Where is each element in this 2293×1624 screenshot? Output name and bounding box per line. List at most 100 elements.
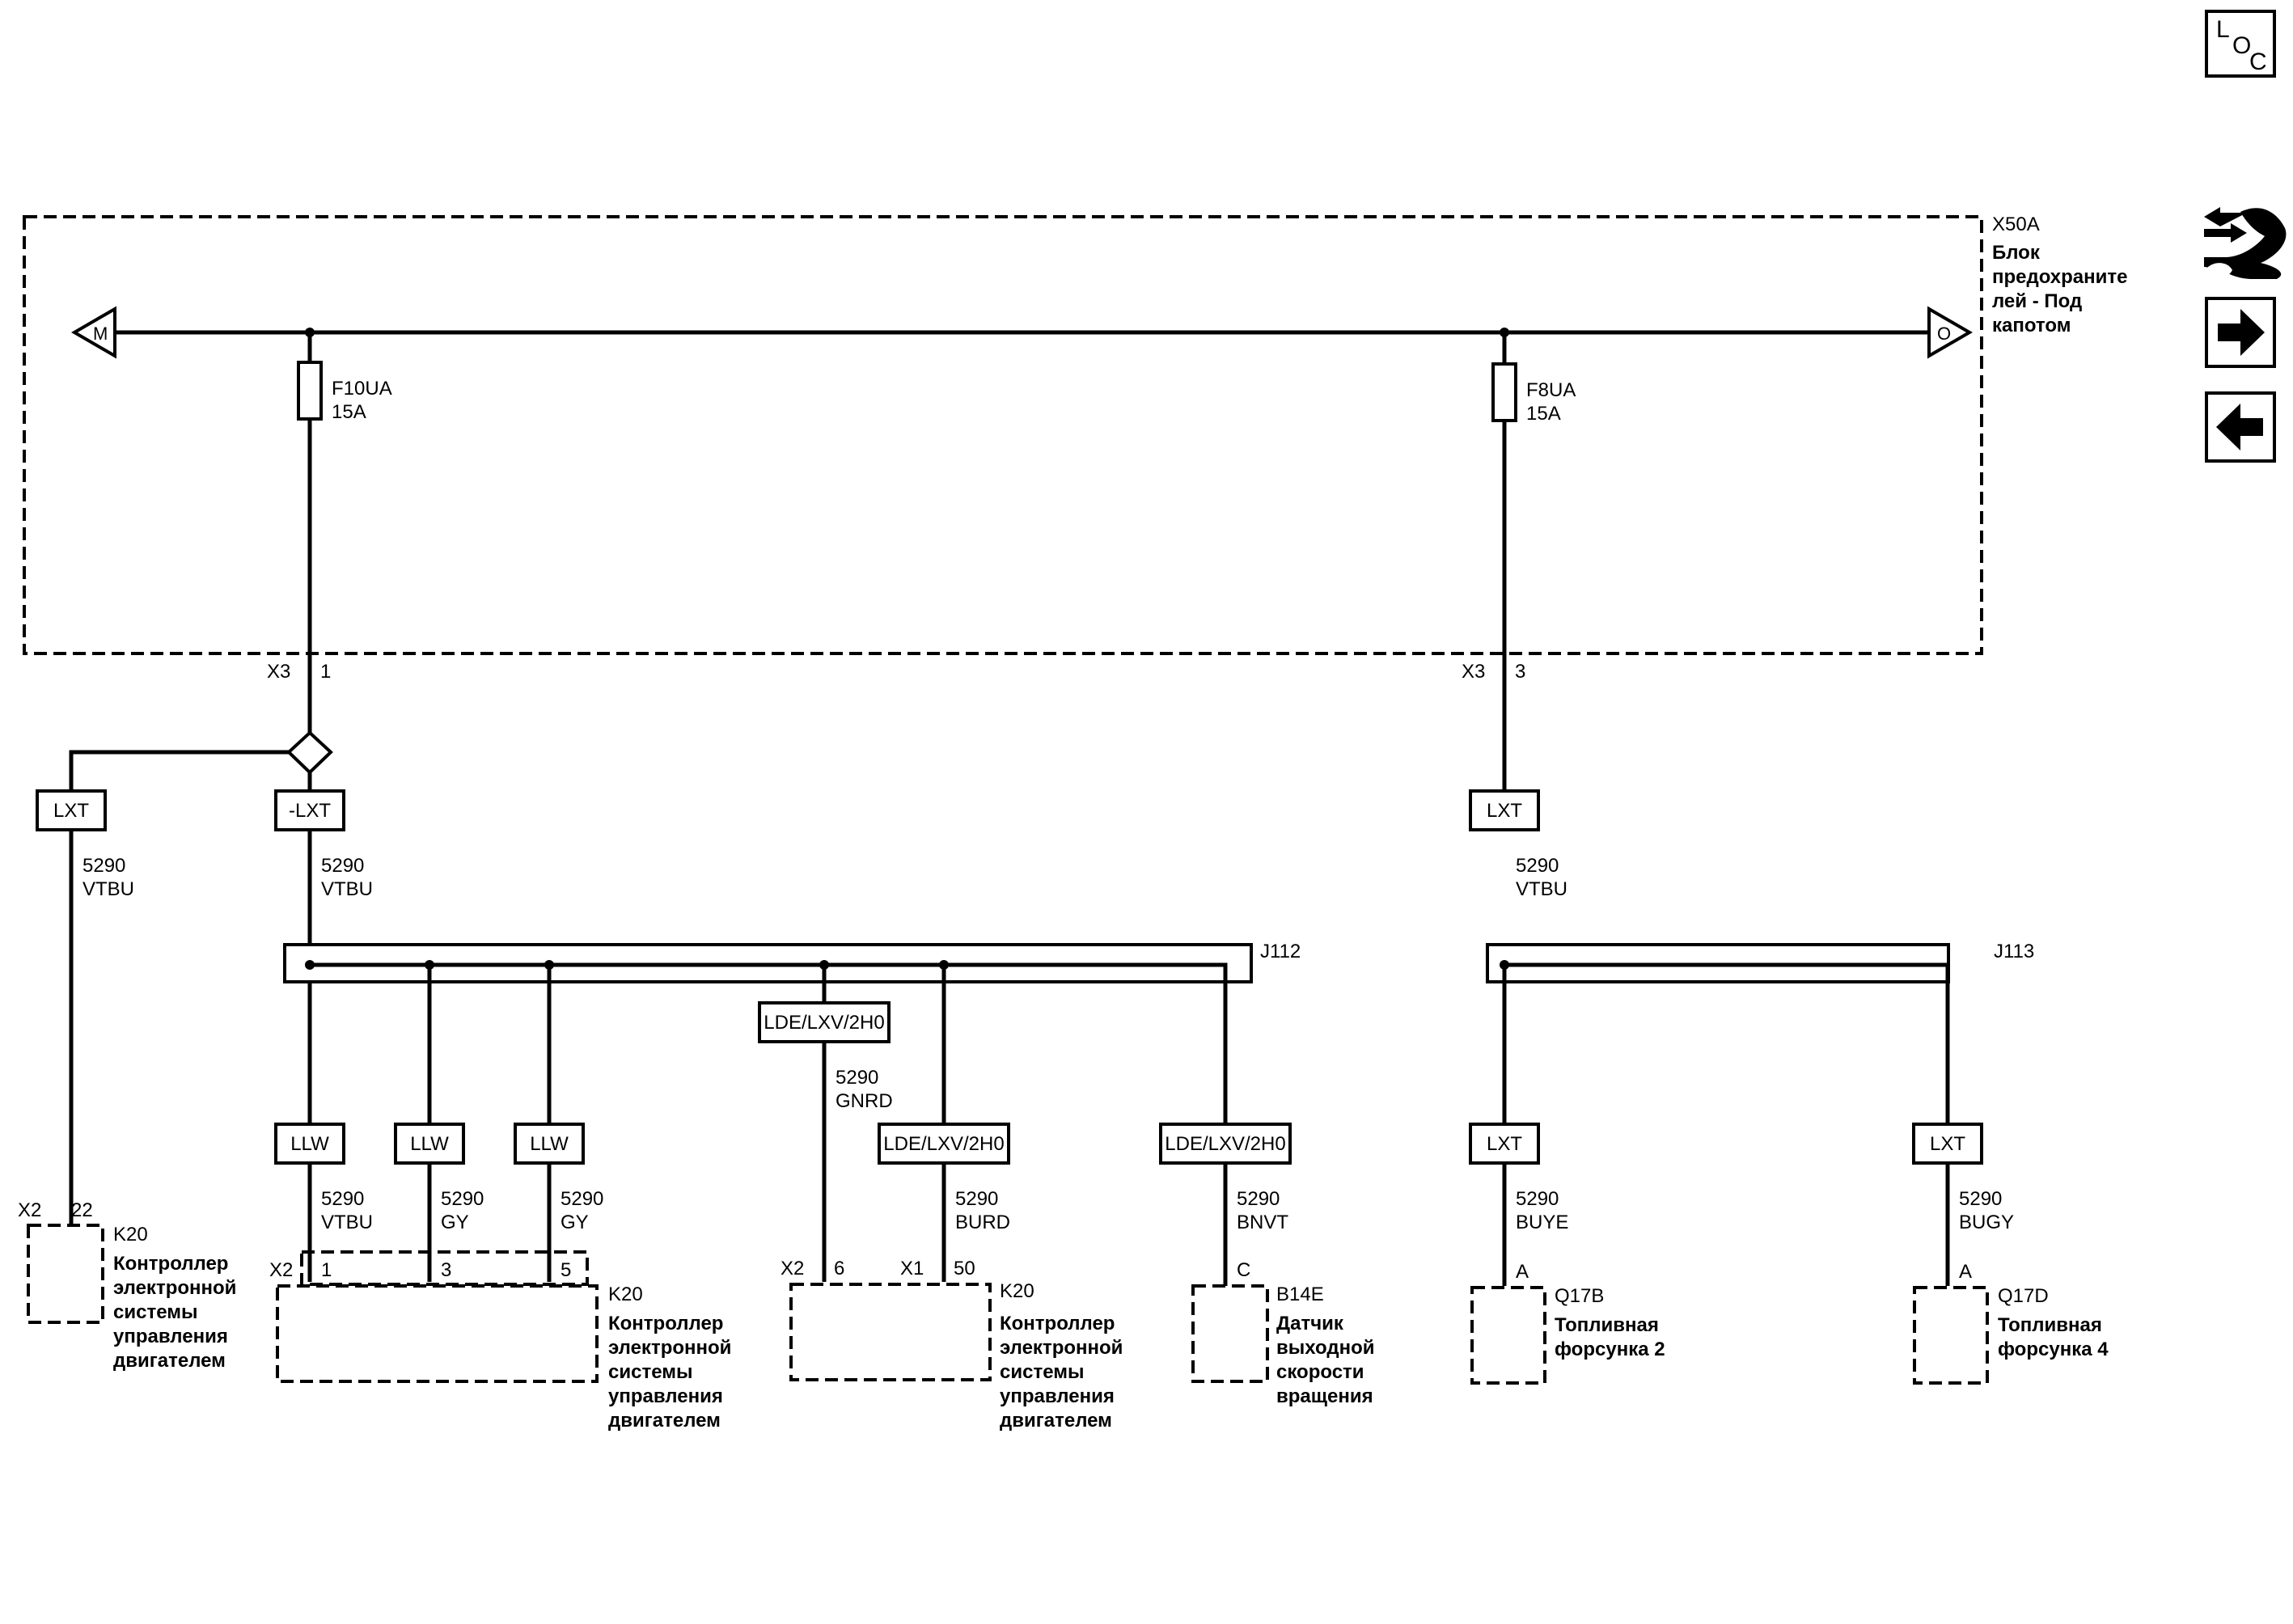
k20-b-pin-1: 1 [321, 1259, 332, 1281]
wire-buye-color: BUYE [1516, 1212, 1568, 1233]
fuse-block-outline [23, 215, 1983, 655]
option-lxt-q17d [1912, 1123, 1983, 1165]
option-lxt-right [1469, 789, 1540, 831]
wire-right-color: VTBU [1516, 878, 1567, 900]
option-lde-gnrd [758, 1001, 891, 1043]
option-lxt-right-label: LXT [1487, 800, 1522, 822]
option-neg-lxt-label: -LXT [289, 800, 331, 822]
k20-c-pin-a: 6 [834, 1258, 844, 1279]
b14e-name-1: Датчик [1276, 1313, 1344, 1334]
option-llw-2 [394, 1123, 465, 1165]
splice-j113-bar [1504, 962, 1950, 1286]
b14e-pin: C [1237, 1259, 1250, 1281]
option-llw-1-label: LLW [290, 1133, 329, 1155]
loc-button[interactable]: L O C [2205, 10, 2276, 78]
option-llw-3-label: LLW [530, 1133, 569, 1155]
b14e-name-4: вращения [1276, 1385, 1373, 1407]
option-lde-bnvt [1159, 1123, 1292, 1165]
arrow-left-icon[interactable] [2205, 391, 2276, 463]
option-lde-burd-label: LDE/LXV/2H0 [883, 1133, 1004, 1155]
svg-text:M: M [93, 324, 108, 344]
wire-burd-circuit: 5290 [955, 1188, 998, 1210]
k20-a-id: K20 [113, 1224, 148, 1245]
fuse-f8ua-id: F8UA [1526, 379, 1576, 401]
q17b-name-1: Топливная [1555, 1314, 1659, 1336]
bus-left-terminal: M [71, 306, 116, 359]
fuse-block-name-line-4: капотом [1992, 315, 2071, 336]
b14e-name-2: выходной [1276, 1337, 1375, 1359]
fuse-block-name-line-3: лей - Под [1992, 290, 2082, 312]
component-k20-a [27, 1224, 104, 1324]
k20-a-name-5: двигателем [113, 1350, 226, 1372]
lxt-branch-wire [69, 750, 310, 811]
j113-node-1 [1500, 960, 1509, 970]
q17d-pin: A [1959, 1261, 1972, 1283]
connector-hand-icon[interactable] [2204, 207, 2287, 279]
k20-b-name-3: системы [608, 1361, 692, 1383]
option-split-diamond [286, 730, 333, 775]
wire-neg-color: VTBU [321, 878, 373, 900]
k20-a-pin: 22 [71, 1199, 93, 1221]
wire-left-color: VTBU [82, 878, 134, 900]
q17b-id: Q17B [1555, 1285, 1604, 1307]
wire-bugy-circuit: 5290 [1959, 1188, 2002, 1210]
option-llw-3 [514, 1123, 585, 1165]
arrow-right-icon[interactable] [2205, 297, 2276, 368]
output-connector-2: X3 [1462, 661, 1485, 683]
component-b14e [1191, 1284, 1269, 1383]
splice-j112-label: J112 [1260, 941, 1301, 962]
k20-b-name-4: управления [608, 1385, 723, 1407]
option-lde-bnvt-label: LDE/LXV/2H0 [1165, 1133, 1285, 1155]
wire-k20-5-color: GY [561, 1212, 589, 1233]
option-lde-burd [878, 1123, 1010, 1165]
k20-c-pin-b: 50 [954, 1258, 975, 1279]
wire-k20-3-color: GY [441, 1212, 469, 1233]
option-llw-2-label: LLW [410, 1133, 449, 1155]
k20-a-connector: X2 [18, 1199, 41, 1221]
k20-c-name-1: Контроллер [1000, 1313, 1115, 1334]
k20-c-name-3: системы [1000, 1361, 1084, 1383]
wire-right-circuit: 5290 [1516, 855, 1559, 877]
component-q17b [1470, 1286, 1546, 1385]
component-q17d [1913, 1286, 1989, 1385]
k20-b-connector-shell [300, 1250, 589, 1286]
output-pin-1: 1 [320, 661, 331, 683]
loc-letter-c: C [2249, 49, 2267, 75]
splice-j113-label: J113 [1994, 941, 2034, 962]
k20-b-id: K20 [608, 1284, 643, 1305]
wire-bugy-color: BUGY [1959, 1212, 2014, 1233]
k20-a-name-4: управления [113, 1326, 228, 1347]
fuse-f10ua-id: F10UA [332, 378, 392, 400]
option-lxt-q17b-label: LXT [1487, 1133, 1522, 1155]
k20-b-name-5: двигателем [608, 1410, 721, 1432]
fuse-f8ua-rating: 15A [1526, 403, 1561, 425]
wire-gnrd-circuit: 5290 [836, 1067, 878, 1089]
wire-bnvt-circuit: 5290 [1237, 1188, 1280, 1210]
fuse-f10ua-rating: 15A [332, 401, 366, 423]
wire-gnrd-color: GNRD [836, 1090, 893, 1112]
loc-letter-l: L [2216, 16, 2230, 43]
fuse-f8ua [1491, 362, 1517, 422]
k20-c-name-4: управления [1000, 1385, 1115, 1407]
loc-letter-o: O [2232, 32, 2251, 59]
k20-c-connector-a: X2 [781, 1258, 804, 1279]
wire-neg-circuit: 5290 [321, 855, 364, 877]
k20-c-connector-b: X1 [900, 1258, 924, 1279]
b14e-name-3: скорости [1276, 1361, 1364, 1383]
fuse-block-name-line-2: предохраните [1992, 266, 2128, 288]
wire-k20-1-circuit: 5290 [321, 1188, 364, 1210]
wire-k20-1-color: VTBU [321, 1212, 373, 1233]
svg-text:O: O [1937, 324, 1951, 344]
k20-b-name-1: Контроллер [608, 1313, 723, 1334]
wire-bnvt-color: BNVT [1237, 1212, 1288, 1233]
b14e-id: B14E [1276, 1284, 1324, 1305]
option-lxt-q17b [1469, 1123, 1540, 1165]
q17d-name-2: форсунка 4 [1998, 1339, 2109, 1360]
bus-right-terminal: O [1927, 306, 1973, 359]
option-lxt-q17d-label: LXT [1930, 1133, 1965, 1155]
j112-node-1 [305, 960, 315, 970]
component-k20-c [789, 1283, 992, 1381]
k20-b-pin-3: 3 [441, 1259, 451, 1281]
fuse-f10ua [297, 361, 323, 421]
